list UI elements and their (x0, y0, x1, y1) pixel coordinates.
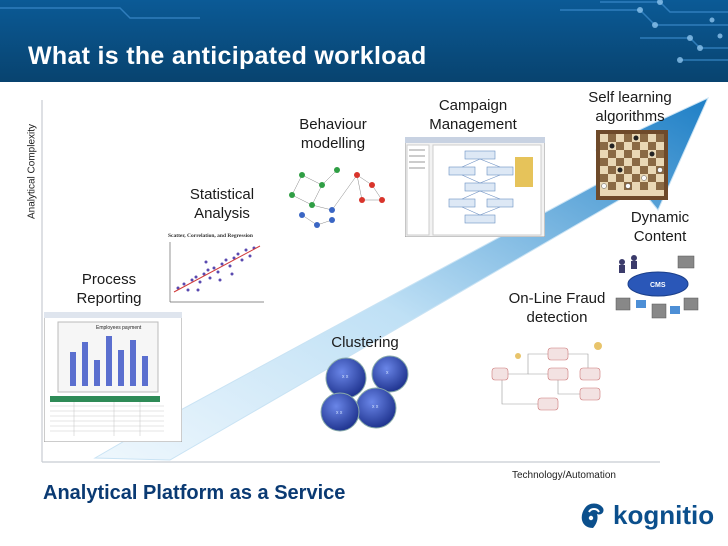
stage-label-line1: Process (81, 271, 137, 288)
stage-campaign-management: Campaign Management (418, 96, 528, 134)
stage-label-line2: Reporting (76, 290, 142, 307)
stage-label-line2: algorithms (595, 108, 665, 125)
campaign-management-thumbnail (405, 137, 545, 237)
stage-label-line1: Dynamic (630, 209, 690, 226)
stage-label-line2: modelling (300, 135, 366, 152)
header-banner: What is the anticipated workload (0, 0, 728, 82)
stage-label-line2: Content (633, 228, 687, 245)
reporting-chart-title: Employees payment (96, 325, 142, 331)
svg-text:x x: x x (336, 410, 343, 416)
kognitio-logo: kognitio (573, 498, 715, 534)
stage-process-reporting: Process Reporting (72, 270, 146, 308)
regression-line (173, 245, 261, 293)
scatter-points (176, 246, 256, 292)
stage-label-line1: On-Line Fraud (508, 290, 606, 307)
clustering-thumbnail: x x x x x x x (320, 355, 409, 432)
scatter-thumb-title: Scatter, Correlation, and Regression (168, 233, 253, 239)
behaviour-modelling-thumbnail (289, 167, 385, 228)
x-axis-label: Technology/Automation (512, 470, 616, 481)
stage-label-line2: detection (526, 309, 588, 326)
dynamic-content-thumbnail: CMS (615, 255, 699, 319)
stage-label-line2: Analysis (194, 205, 250, 222)
cms-label: CMS (650, 282, 666, 289)
svg-text:x: x (386, 370, 389, 376)
fraud-detection-thumbnail (491, 342, 602, 411)
process-reporting-thumbnail: Employees payment (44, 312, 182, 442)
page-title: What is the anticipated workload (28, 42, 427, 70)
svg-text:x x: x x (342, 374, 349, 380)
stage-label-line1: Self learning (588, 89, 672, 106)
stage-label-line1: Campaign (438, 97, 508, 114)
circuit-decoration (0, 0, 728, 63)
stage-dynamic-content: Dynamic Content (618, 208, 702, 246)
stage-online-fraud-detection: On-Line Fraud detection (496, 289, 618, 327)
statistical-analysis-thumbnail: Scatter, Correlation, and Regression (160, 230, 270, 310)
stage-label-line1: Behaviour (299, 116, 367, 133)
kognitio-logo-text: kognitio (613, 500, 715, 530)
stage-statistical-analysis: Statistical Analysis (181, 185, 263, 223)
footer-text: Analytical Platform as a Service (43, 482, 346, 504)
stage-label-line1: Statistical (189, 186, 255, 203)
svg-text:x x: x x (372, 404, 379, 410)
stage-clustering: Clustering (322, 333, 408, 352)
stage-self-learning-algorithms: Self learning algorithms (575, 88, 685, 126)
kognitio-logo-icon (581, 503, 604, 528)
stage-label-line1: Clustering (331, 334, 399, 351)
stage-behaviour-modelling: Behaviour modelling (290, 115, 376, 153)
stage-label-line2: Management (429, 116, 517, 133)
y-axis-label: Analytical Complexity (26, 123, 38, 220)
self-learning-thumbnail (596, 130, 668, 200)
reporting-bars (70, 336, 148, 386)
